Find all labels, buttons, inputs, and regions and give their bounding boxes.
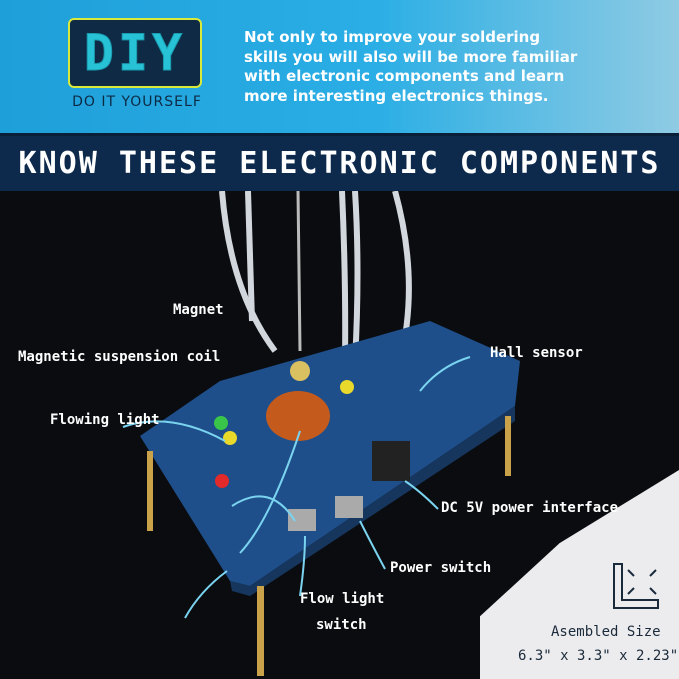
title-banner: KNOW THESE ELECTRONIC COMPONENTS <box>0 133 679 191</box>
ruler-resize-icon <box>613 563 659 609</box>
coil <box>266 391 330 441</box>
label-magnet: Magnet <box>173 302 224 318</box>
switch <box>288 509 316 531</box>
size-label: Asembled Size <box>551 624 661 640</box>
led <box>215 474 229 488</box>
label-coil: Magnetic suspension coil <box>18 349 221 365</box>
logo-subtitle: DO IT YOURSELF <box>72 94 202 110</box>
label-flow-switch: Flow light <box>300 591 385 607</box>
leg <box>505 416 511 476</box>
magnet <box>290 361 310 381</box>
magnet-rod <box>296 191 302 352</box>
leg <box>147 451 153 531</box>
led <box>223 431 237 445</box>
led <box>214 416 228 430</box>
label-flowing-light: Flowing light <box>50 412 160 428</box>
intro-text: Not only to improve your soldering skill… <box>244 28 578 105</box>
pcb-board <box>140 321 520 586</box>
product-photo <box>122 191 520 676</box>
label-hall-sensor: Hall sensor <box>490 345 583 361</box>
pointer-lines <box>122 356 471 619</box>
header-section: DIY DO IT YOURSELF Not only to improve y… <box>0 0 679 133</box>
label-dc-power: DC 5V power interface <box>441 500 619 516</box>
logo-text: DIY <box>83 24 187 83</box>
banner-title: KNOW THESE ELECTRONIC COMPONENTS <box>18 146 661 181</box>
led <box>340 380 354 394</box>
leg <box>257 586 264 676</box>
label-flow-switch-2: switch <box>316 617 367 633</box>
size-value: 6.3" x 3.3" x 2.23" <box>518 648 679 664</box>
switch <box>335 496 363 518</box>
label-power-switch: Power switch <box>390 560 492 576</box>
dc-jack <box>372 441 410 481</box>
diy-logo: DIY <box>68 18 202 88</box>
